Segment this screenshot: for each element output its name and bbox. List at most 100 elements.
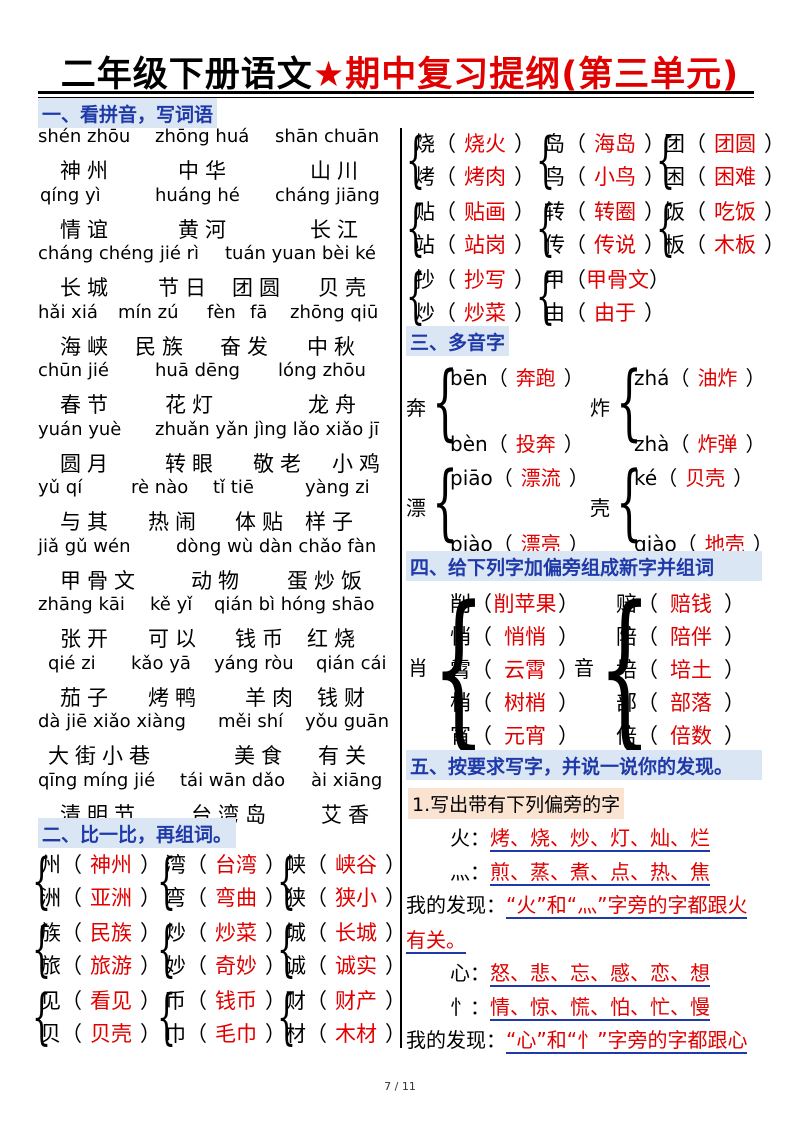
compare-char: 烧 — [414, 132, 435, 156]
compare-char: 饭 — [664, 200, 685, 224]
compare-item: 州（神州） — [40, 849, 161, 879]
compare-word: 旅游 — [90, 954, 132, 978]
hanzi-word: 龙舟 — [308, 393, 362, 417]
page-title: 二年级下册语文★期中复习提纲(第三单元) — [60, 55, 740, 95]
compare-char: 由 — [544, 301, 565, 325]
compare-item: 材（木材） — [285, 1018, 406, 1048]
compare-item: 财（财产） — [285, 985, 406, 1015]
paren-open: （ — [565, 132, 586, 156]
polyphone-brace: { — [616, 355, 643, 450]
compare-char: 州 — [40, 853, 61, 877]
compare-word: 长城 — [335, 921, 377, 945]
compare-item: 妙（奇妙） — [165, 950, 286, 980]
radical-char: 梢 — [450, 691, 471, 715]
radical-base: 肖 — [408, 656, 428, 680]
pinyin-text: cháng jiāng — [275, 184, 380, 206]
paren-close: ） — [764, 132, 785, 156]
pinyin-text: yǔ qí — [38, 477, 83, 498]
compare-item: 峡（峡谷） — [285, 849, 406, 879]
compare-item: 炒（炒菜） — [165, 917, 286, 947]
paren-close: ） — [733, 466, 754, 490]
radical-item: 霄（云霄） — [450, 654, 579, 684]
paren-open: （ — [471, 691, 492, 715]
pinyin-text: yuán yuè — [38, 418, 122, 440]
paren-close: ） — [514, 165, 535, 189]
title-rule-thin — [38, 97, 754, 98]
compare-word: 奇妙 — [215, 954, 257, 978]
polyphone-item: bèn（投奔） — [450, 428, 584, 457]
pinyin-text: ài xiāng — [311, 769, 383, 791]
paren-open: （ — [471, 724, 492, 748]
hanzi-word: 中秋 — [307, 334, 361, 359]
compare-word: 转圈 — [594, 200, 636, 224]
compare-brace: { — [32, 914, 52, 984]
paren-open: （ — [565, 301, 586, 325]
compare-brace: { — [32, 982, 52, 1052]
radical-item: 部（部落） — [616, 687, 745, 717]
paren-open: （ — [61, 954, 82, 978]
paren-open: （ — [435, 132, 456, 156]
paren-open: （ — [637, 625, 658, 649]
radical-word: 培土 — [670, 658, 712, 682]
paren-open: （ — [492, 466, 513, 490]
compare-char: 烤 — [414, 165, 435, 189]
radical-brace: { — [598, 570, 652, 766]
hanzi-word: 花灯 — [165, 393, 219, 417]
radical-word: 倍数 — [670, 724, 712, 748]
hanzi-word: 钱币 — [235, 627, 289, 651]
compare-word: 小鸟 — [594, 165, 636, 189]
compare-item: 抄（抄写） — [414, 264, 535, 294]
compare-word: 诚实 — [335, 954, 377, 978]
compare-brace: { — [406, 193, 426, 263]
paren-close: ） — [140, 853, 161, 877]
paren-close: ） — [568, 532, 589, 556]
paren-close: ） — [724, 691, 745, 715]
pinyin-text: mín zú — [118, 301, 179, 323]
paren-close: ） — [644, 132, 665, 156]
hanzi-word: 长城 — [60, 276, 114, 300]
compare-item: 见（看见） — [40, 985, 161, 1015]
finding-1-cont: 有关。 — [406, 928, 466, 954]
hanzi-word: 艾香 — [321, 802, 375, 827]
hanzi-word: 样子 — [305, 510, 359, 534]
paren-close: ） — [265, 921, 286, 945]
paren-close: ） — [644, 165, 665, 189]
compare-item: 狭（狭小） — [285, 882, 406, 912]
pinyin-text: huā dēng — [155, 360, 240, 381]
compare-brace: { — [277, 982, 297, 1052]
compare-word: 毛巾 — [215, 1022, 257, 1046]
hanzi-word: 与其 — [60, 510, 114, 534]
paren-open: （ — [306, 989, 327, 1013]
paren-close: ） — [724, 625, 745, 649]
compare-brace: { — [157, 914, 177, 984]
compare-char: 甲 — [544, 268, 565, 292]
radical-char: 宵 — [450, 724, 471, 748]
dots-radical-row: 灬：煎、蒸、煮、点、热、焦 — [450, 860, 710, 886]
radical-word: 悄悄 — [504, 625, 546, 649]
compare-brace: { — [656, 193, 676, 263]
compare-word: 传说 — [594, 233, 636, 257]
paren-close: ） — [385, 989, 406, 1013]
compare-brace: { — [656, 125, 676, 195]
paren-close: ） — [649, 268, 670, 292]
paren-close: ） — [568, 466, 589, 490]
paren-open: （ — [685, 200, 706, 224]
compare-char: 鸟 — [544, 165, 565, 189]
compare-char: 炒 — [165, 921, 186, 945]
paren-close: ） — [265, 886, 286, 910]
paren-open: （ — [306, 954, 327, 978]
pinyin-text: tuán yuan bèi ké — [225, 243, 376, 264]
pinyin-text: kě yǐ — [150, 594, 193, 615]
compare-brace: { — [406, 261, 426, 331]
compare-word: 民族 — [90, 921, 132, 945]
paren-open: （ — [471, 658, 492, 682]
paren-open: （ — [435, 200, 456, 224]
pinyin-text: qián cái — [316, 652, 387, 674]
compare-item: 甲（甲骨文） — [544, 264, 670, 294]
paren-close: ） — [265, 853, 286, 877]
compare-brace: { — [406, 125, 426, 195]
paren-open: （ — [637, 592, 658, 616]
paren-open: （ — [61, 1022, 82, 1046]
pinyin-text: tǐ tiē — [213, 477, 254, 498]
compare-word: 峡谷 — [335, 853, 377, 877]
